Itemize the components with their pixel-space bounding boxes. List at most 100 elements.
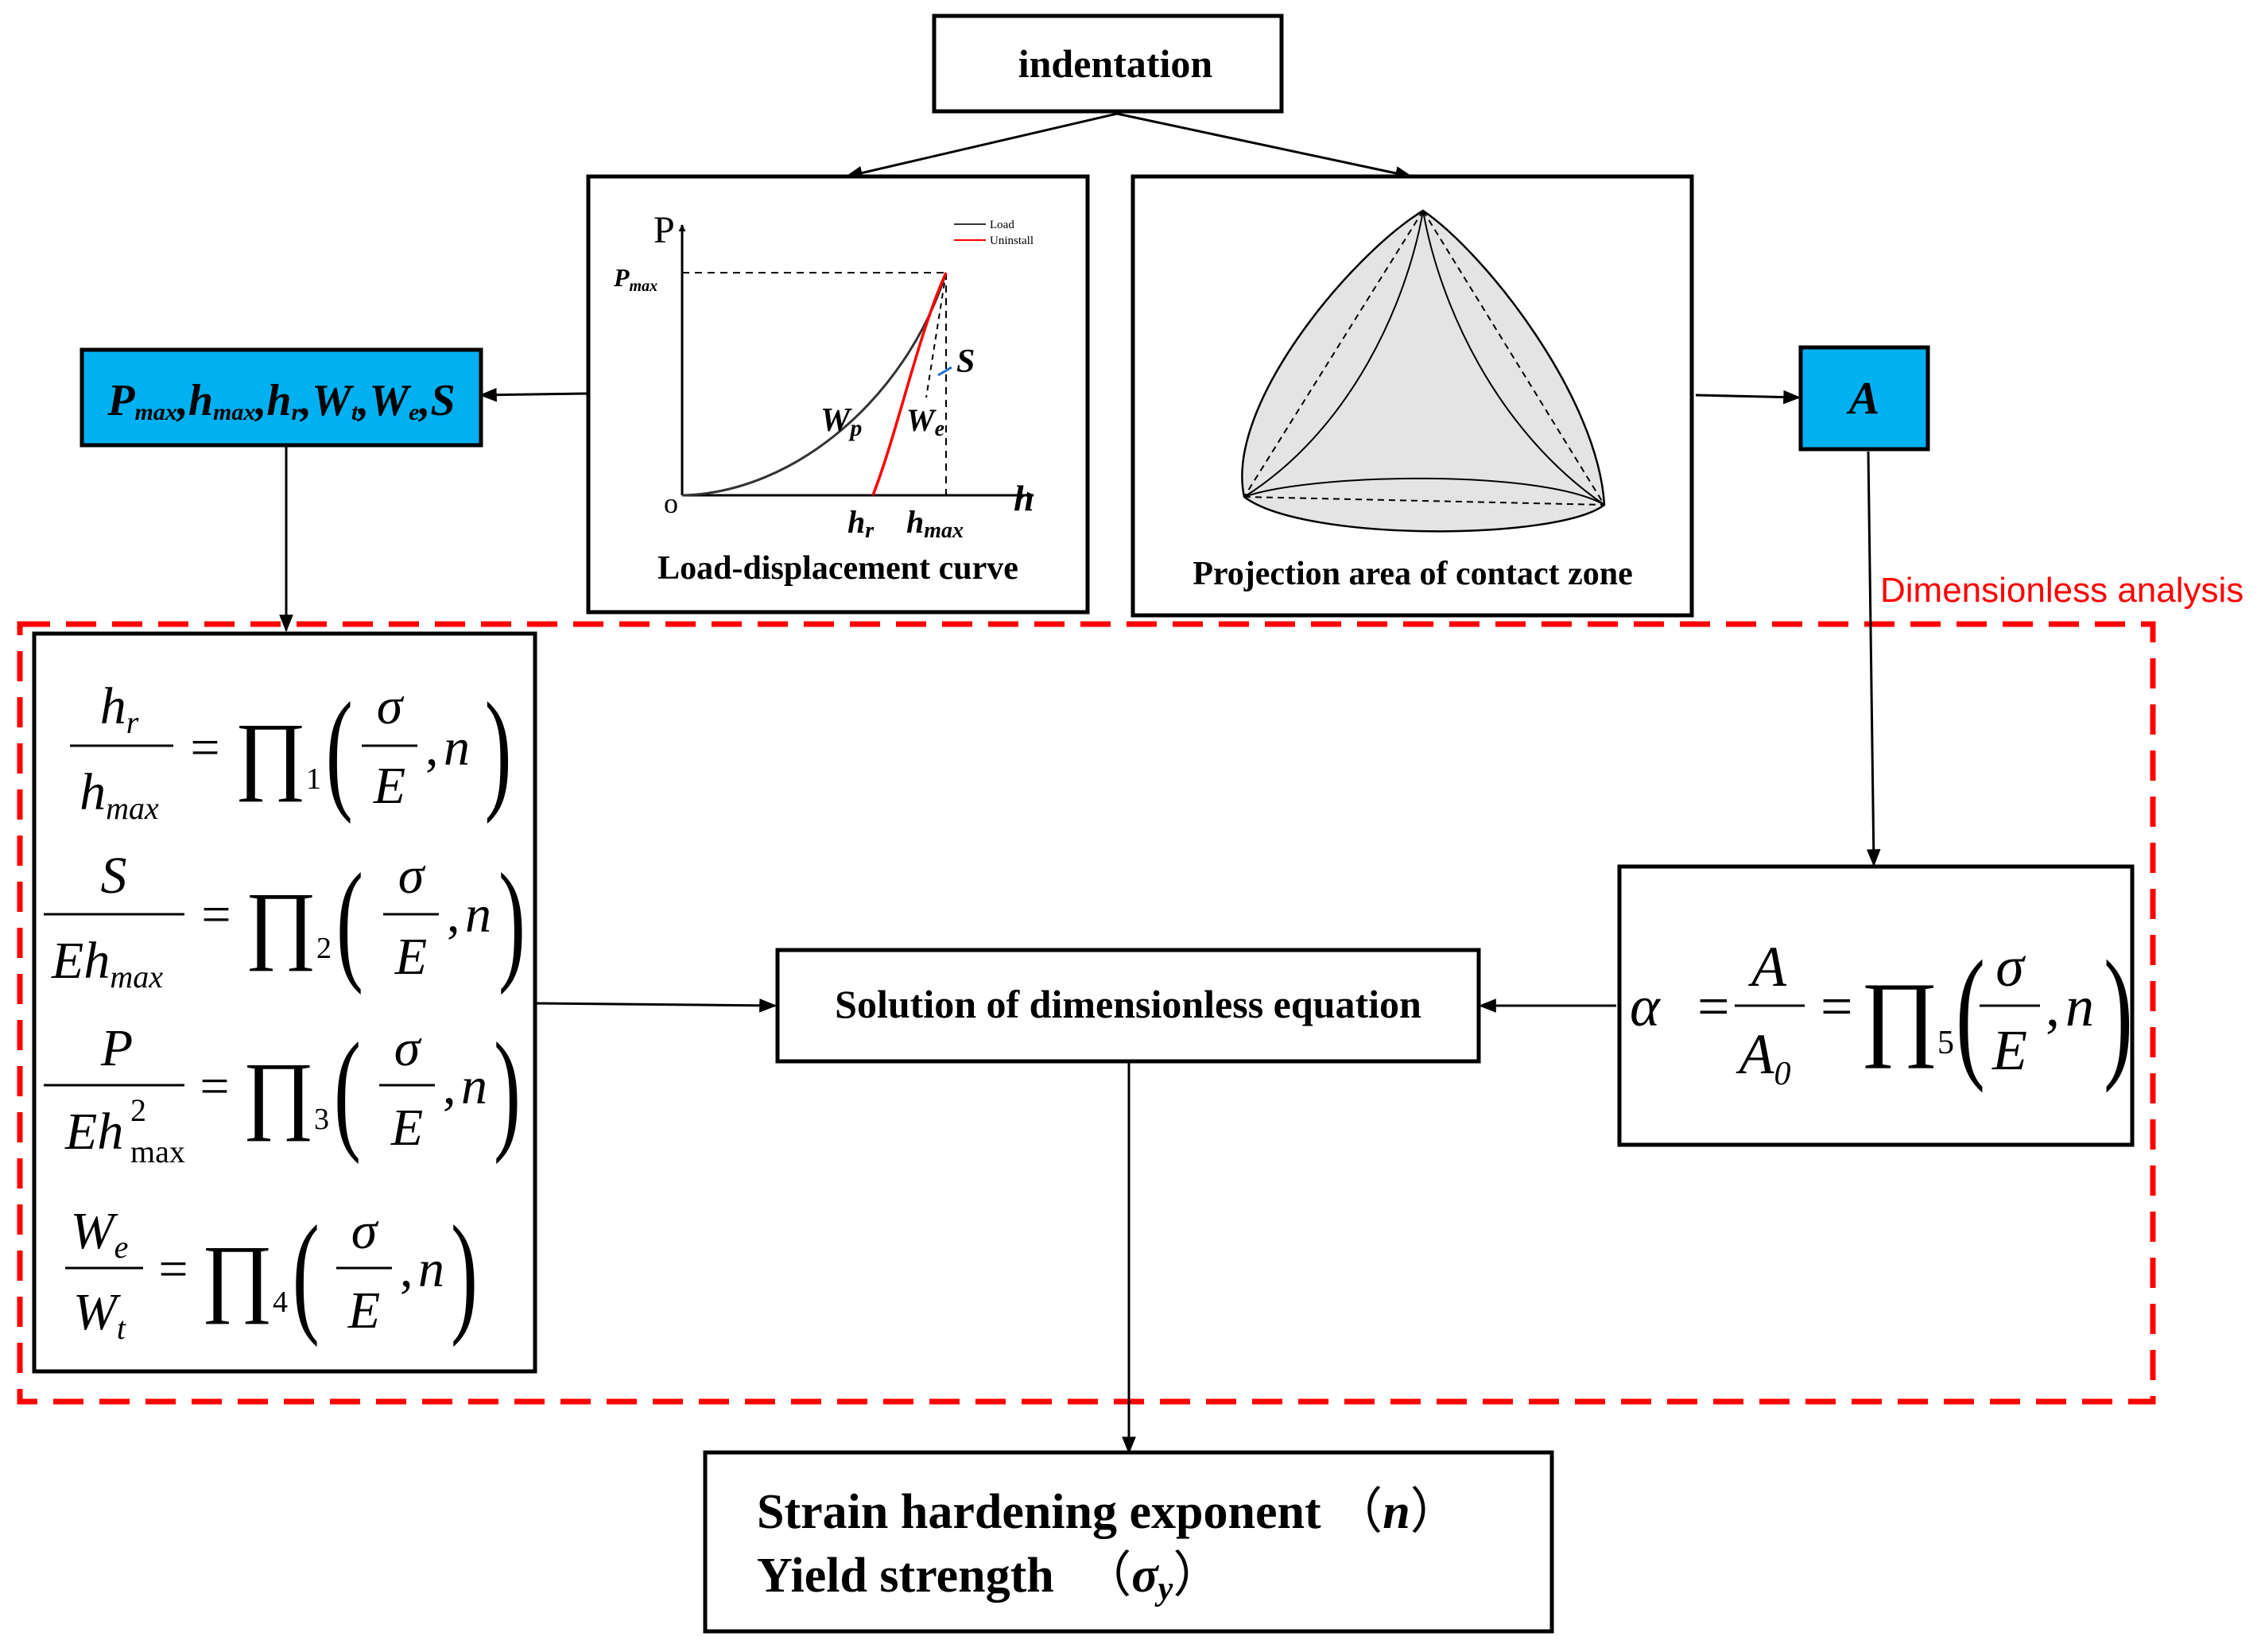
svg-text:σ: σ xyxy=(398,847,426,905)
svg-text:(: ( xyxy=(293,1199,320,1348)
result-node: Strain hardening exponent （n） Yield stre… xyxy=(703,1450,1554,1634)
svg-text:2: 2 xyxy=(316,932,332,965)
equation-2: S Ehmax = ∏ 2 ( σ E , n ) xyxy=(44,847,525,996)
contact-zone-shape xyxy=(1241,209,1606,533)
svg-text:=: = xyxy=(1697,975,1730,1038)
curve-origin-label: o xyxy=(664,487,678,519)
parameters-node: Pmax,hmax,hr,Wt,We,S xyxy=(80,347,483,448)
svg-text:max: max xyxy=(130,1134,185,1169)
svg-text:E: E xyxy=(1991,1018,2027,1082)
svg-text:n: n xyxy=(2065,975,2094,1038)
svg-text:n: n xyxy=(418,1240,444,1298)
svg-text:A: A xyxy=(1748,935,1787,999)
we-label: We xyxy=(906,402,944,441)
svg-text:n: n xyxy=(461,1057,487,1115)
unloading-curve xyxy=(871,272,948,496)
wp-label: Wp xyxy=(820,402,862,441)
s-pointer xyxy=(937,366,952,377)
svg-text:σ: σ xyxy=(377,677,405,735)
equation-3: P Eh 2 max = ∏ 3 ( σ E , n ) xyxy=(44,1016,521,1169)
svg-text:E: E xyxy=(394,928,427,986)
contact-zone-inner-right xyxy=(1422,210,1605,506)
arrow-indentation-to-projection xyxy=(1116,112,1414,180)
svg-text:(: ( xyxy=(336,847,363,996)
svg-text:∏: ∏ xyxy=(235,705,307,802)
pmax-label: Pmax xyxy=(613,263,657,295)
arrow-indentation-to-curve xyxy=(844,112,1118,180)
svg-text:n: n xyxy=(465,886,491,944)
svg-text:1: 1 xyxy=(306,762,321,796)
solution-label: Solution of dimensionless equation xyxy=(835,982,1421,1026)
stiffness-tangent xyxy=(925,272,947,398)
curve-caption: Load-displacement curve xyxy=(657,550,1018,587)
area-node: A xyxy=(1798,345,1930,452)
svg-text:=: = xyxy=(201,886,231,944)
svg-text:): ) xyxy=(2104,930,2133,1093)
svg-text:Ehmax: Ehmax xyxy=(51,932,163,995)
load-displacement-panel: Load Uninstall P h o Pmax hr hmax Wp We … xyxy=(586,174,1090,615)
curve-y-axis-label: P xyxy=(653,209,675,251)
s-label: S xyxy=(956,343,975,380)
svg-text:σ: σ xyxy=(351,1202,379,1260)
legend-load-label: Load xyxy=(990,219,1014,231)
legend-unload-label: Uninstall xyxy=(990,235,1034,247)
svg-text:=: = xyxy=(200,1057,229,1115)
svg-text:(: ( xyxy=(326,676,353,825)
svg-text:∏: ∏ xyxy=(242,1045,315,1142)
contact-zone-bottom-ellipse xyxy=(1243,477,1605,506)
svg-text:hmax: hmax xyxy=(80,763,159,826)
svg-text:,: , xyxy=(447,886,460,944)
equation-4: We Wt = ∏ 4 ( σ E , n ) xyxy=(65,1199,478,1348)
dimensionless-analysis-label: Dimensionless analysis xyxy=(1880,571,2244,610)
dimensionless-region xyxy=(17,621,2156,1405)
indentation-label: indentation xyxy=(1018,41,1213,86)
svg-text:,: , xyxy=(400,1240,413,1298)
svg-text:Wt: Wt xyxy=(73,1283,126,1346)
svg-text:=: = xyxy=(158,1240,188,1298)
svg-text:σ: σ xyxy=(394,1019,422,1077)
svg-text:): ) xyxy=(498,847,525,996)
arrow-area-to-alpha xyxy=(1866,451,1881,867)
result-line-2: Yield strength （σy） xyxy=(757,1549,1222,1607)
area-label: A xyxy=(1847,372,1880,424)
svg-text:): ) xyxy=(485,676,512,825)
equation-1: hr hmax = ∏ 1 ( σ E , n ) xyxy=(70,676,512,826)
svg-text:): ) xyxy=(451,1199,478,1348)
svg-text:n: n xyxy=(444,719,470,777)
result-line-1: Strain hardening exponent （n） xyxy=(757,1485,1460,1539)
svg-text:E: E xyxy=(373,757,405,815)
svg-text:,: , xyxy=(443,1057,456,1115)
svg-text:,: , xyxy=(425,719,439,777)
arrow-curve-to-params xyxy=(479,387,589,402)
svg-text:hr: hr xyxy=(100,677,139,740)
equations-node: hr hmax = ∏ 1 ( σ E , n ) S Ehmax = ∏ 2 … xyxy=(32,631,537,1374)
svg-text:3: 3 xyxy=(314,1103,329,1136)
projection-caption: Projection area of contact zone xyxy=(1193,556,1633,592)
svg-text:∏: ∏ xyxy=(245,874,317,971)
solution-node: Solution of dimensionless equation xyxy=(775,948,1481,1064)
contact-zone-edge-bottom xyxy=(1243,496,1605,506)
svg-text:(: ( xyxy=(1956,930,1985,1093)
contact-zone-edge-right xyxy=(1422,210,1605,506)
svg-text:E: E xyxy=(390,1099,423,1157)
svg-text:=: = xyxy=(190,719,219,777)
hr-label: hr xyxy=(847,504,875,543)
svg-text:S: S xyxy=(101,847,127,905)
arrow-projection-to-area xyxy=(1695,390,1801,405)
svg-text:P: P xyxy=(100,1019,133,1077)
contact-zone-inner-left xyxy=(1243,210,1424,498)
alpha-equation-node: α = A A0 = ∏ 5 ( σ E , n ) xyxy=(1617,864,2135,1147)
svg-text:α: α xyxy=(1630,975,1661,1038)
curve-x-axis-label: h xyxy=(1014,478,1034,518)
svg-text:=: = xyxy=(1821,975,1853,1038)
svg-text:): ) xyxy=(494,1016,521,1165)
svg-text:A0: A0 xyxy=(1736,1022,1791,1092)
svg-text:σ: σ xyxy=(1995,935,2026,999)
svg-text:2: 2 xyxy=(130,1092,146,1128)
svg-text:5: 5 xyxy=(1937,1025,1954,1061)
svg-text:∏: ∏ xyxy=(1860,963,1939,1068)
indentation-node: indentation xyxy=(932,14,1284,114)
svg-text:,: , xyxy=(2046,975,2060,1038)
svg-text:4: 4 xyxy=(273,1286,288,1319)
